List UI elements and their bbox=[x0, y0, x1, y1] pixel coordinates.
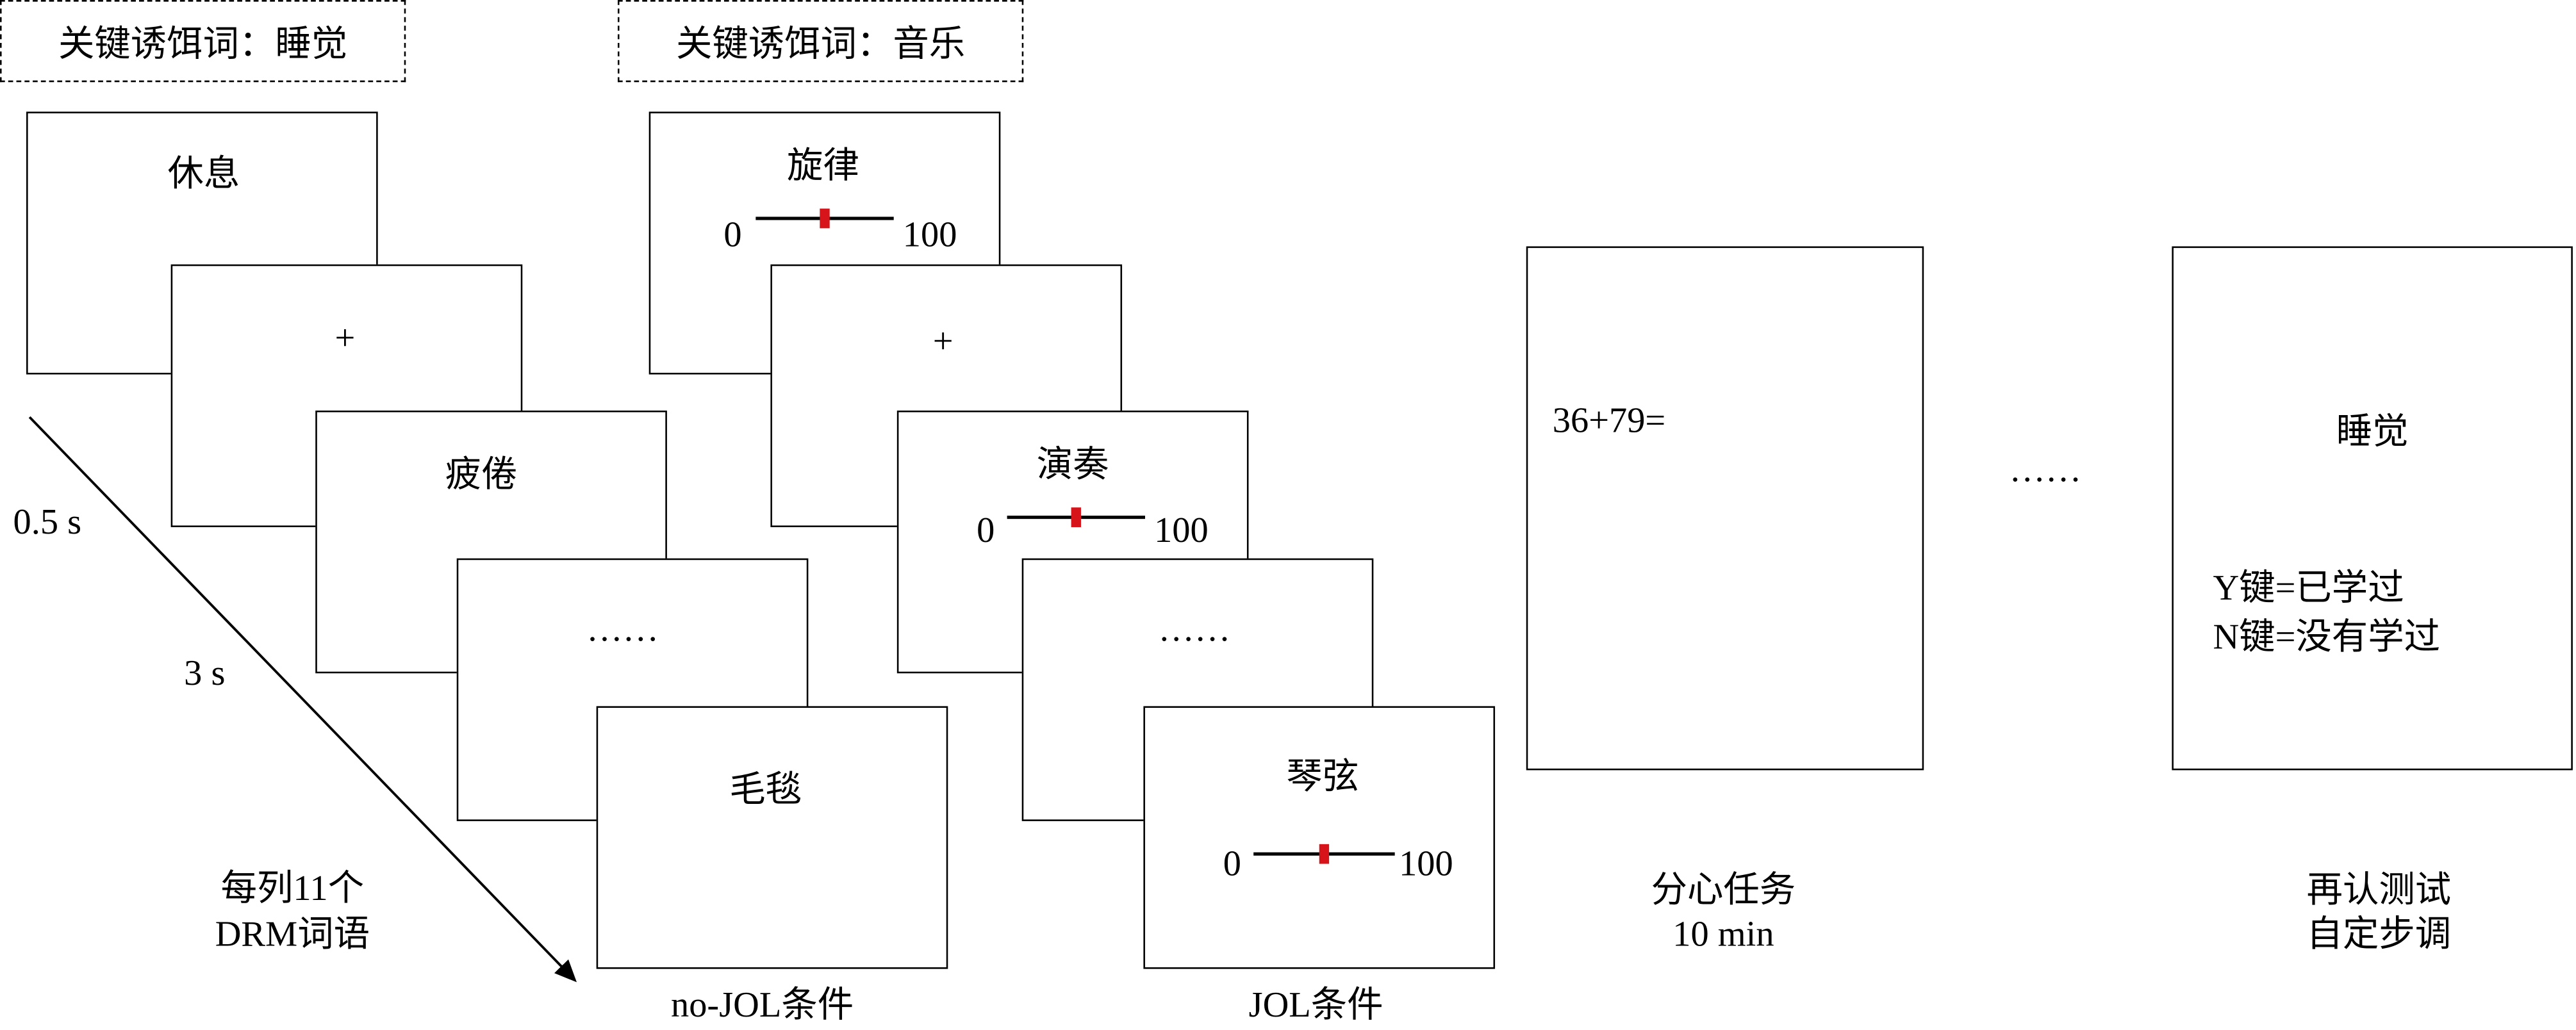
jol-scale-marker bbox=[820, 208, 830, 229]
screen-card: 琴弦 0 100 bbox=[1143, 706, 1496, 969]
fixation-cross: + bbox=[932, 320, 954, 362]
word-duration: 3 s bbox=[184, 651, 226, 693]
study-word: 疲倦 bbox=[445, 453, 518, 495]
distractor-screen: 36+79= bbox=[1526, 246, 1924, 771]
fixation-duration: 0.5 s bbox=[13, 500, 82, 543]
study-word: 旋律 bbox=[787, 144, 859, 186]
study-word: 琴弦 bbox=[1286, 755, 1359, 797]
fixation-cross: + bbox=[334, 316, 356, 358]
study-word: 休息 bbox=[167, 152, 240, 194]
jol-scale-marker bbox=[1319, 844, 1330, 864]
distractor-caption-line1: 分心任务 bbox=[1651, 869, 1796, 910]
ellipsis: …… bbox=[586, 607, 659, 649]
scale-min-label: 0 bbox=[977, 509, 995, 550]
list-info-line1: 每列11个 bbox=[220, 867, 365, 908]
test-word: 睡觉 bbox=[2336, 410, 2409, 452]
key-instruction-n: N键=没有学过 bbox=[2213, 616, 2441, 657]
scale-max-label: 100 bbox=[1399, 842, 1453, 884]
cue-box-sleep: 关键诱饵词：睡觉 bbox=[0, 0, 406, 83]
key-instruction-y: Y键=已学过 bbox=[2213, 566, 2404, 608]
cue-label: 关键诱饵词：音乐 bbox=[675, 22, 966, 64]
cue-box-music: 关键诱饵词：音乐 bbox=[617, 0, 1024, 83]
recognition-screen: 睡觉 Y键=已学过 N键=没有学过 bbox=[2172, 246, 2573, 771]
scale-min-label: 0 bbox=[723, 213, 742, 255]
study-word: 演奏 bbox=[1036, 443, 1109, 485]
study-word: 毛毯 bbox=[729, 768, 802, 810]
distractor-caption-line2: 10 min bbox=[1672, 913, 1774, 954]
screen-card: 毛毯 bbox=[596, 706, 948, 969]
ellipsis: …… bbox=[2009, 448, 2082, 490]
cue-label: 关键诱饵词：睡觉 bbox=[58, 22, 348, 64]
list-info-line2: DRM词语 bbox=[215, 913, 370, 954]
jol-scale-marker bbox=[1071, 507, 1081, 527]
ellipsis: …… bbox=[1158, 607, 1231, 649]
scale-max-label: 100 bbox=[1154, 509, 1209, 550]
scale-max-label: 100 bbox=[902, 213, 957, 255]
recognition-caption-line1: 再认测试 bbox=[2306, 869, 2452, 910]
jol-caption: JOL条件 bbox=[1248, 983, 1383, 1025]
recognition-caption-line2: 自定步调 bbox=[2306, 913, 2452, 954]
math-problem: 36+79= bbox=[1552, 399, 1666, 441]
no-jol-caption: no-JOL条件 bbox=[671, 983, 854, 1025]
scale-min-label: 0 bbox=[1223, 842, 1241, 884]
